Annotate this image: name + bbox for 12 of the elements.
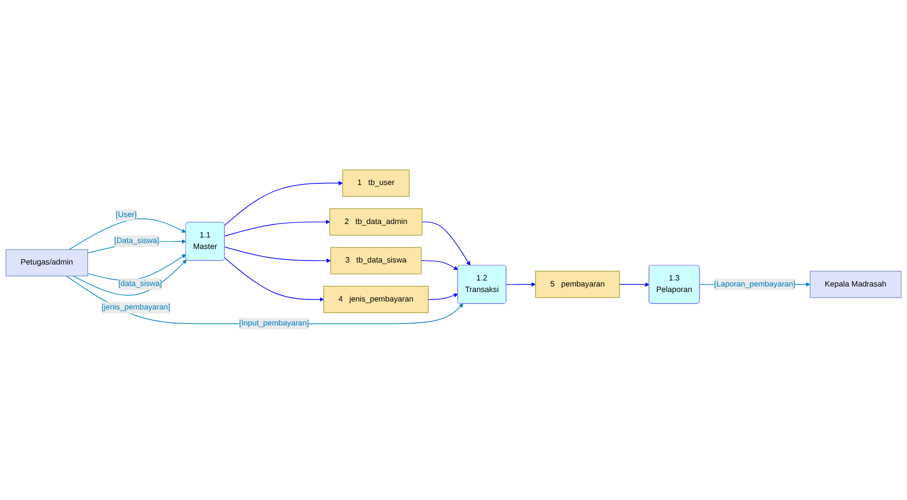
arrow [422, 222, 470, 266]
arrow [224, 246, 331, 264]
arrow [224, 258, 324, 302]
arrow [506, 282, 536, 287]
arrow [420, 260, 458, 270]
arrow [224, 181, 343, 226]
arrow [619, 282, 650, 287]
arrow [66, 276, 464, 324]
arrow [428, 294, 458, 300]
arrow [224, 220, 330, 237]
arrow [72, 260, 187, 296]
arrow [68, 218, 186, 250]
